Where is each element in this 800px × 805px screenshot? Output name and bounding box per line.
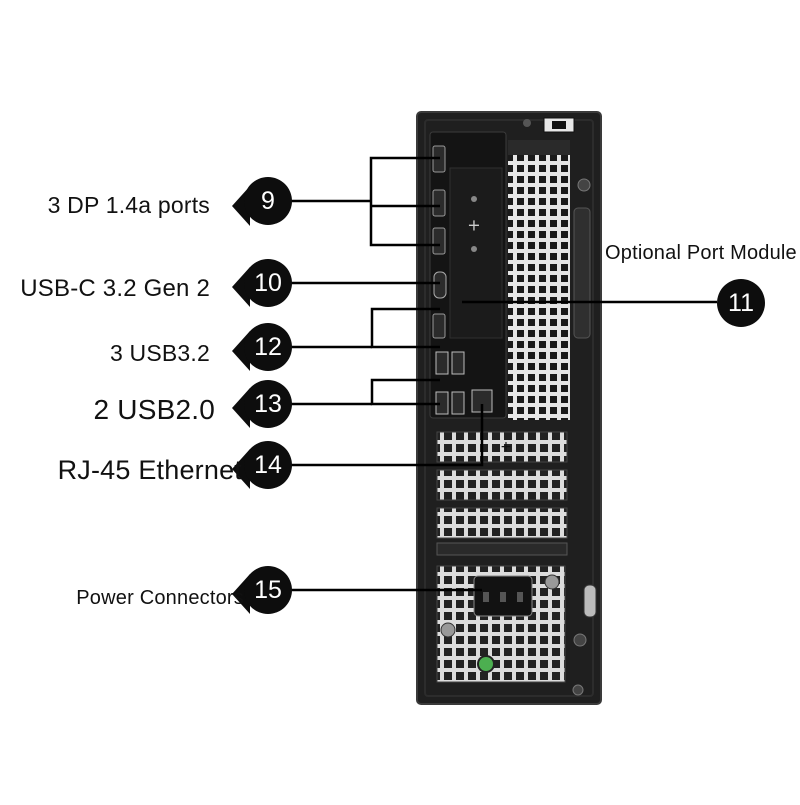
optional-module-handle (573, 207, 591, 339)
displayport-icon (432, 227, 446, 255)
power-supply (436, 565, 566, 683)
badge-number-11: 11 (728, 289, 754, 317)
label-optional-port-module: Optional Port Module (605, 242, 797, 264)
screw-icon (440, 622, 456, 638)
badge-11: 11 (717, 279, 765, 327)
label-rj45-ethernet: RJ-45 Ethernet (57, 455, 242, 485)
badge-number-14: 14 (254, 451, 282, 479)
power-led (477, 655, 495, 673)
label-usb20: 2 USB2.0 (93, 394, 215, 425)
expansion-slot (436, 507, 568, 539)
svg-text:+: + (500, 439, 512, 455)
badge-number-9: 9 (261, 187, 275, 215)
label-power-connectors: Power Connectors (76, 587, 244, 609)
pc-chassis: + + (416, 111, 602, 705)
badge-number-15: 15 (254, 576, 282, 604)
callout-badges: 9 10 11 12 13 14 15 (232, 177, 765, 614)
screw-icon (572, 684, 584, 696)
leader-line-14 (291, 404, 484, 467)
usb-c-icon (433, 271, 447, 299)
usb-a-icon (451, 351, 465, 375)
side-latch (583, 584, 597, 618)
screw-icon (573, 633, 587, 647)
badge-14: 14 (232, 441, 292, 489)
usb-a-icon (451, 391, 465, 415)
svg-text:+: + (467, 216, 480, 235)
leader-bracket-9 (369, 156, 440, 247)
screw-icon (523, 119, 531, 127)
screw-icon (471, 196, 477, 202)
usb-a-icon (435, 351, 449, 375)
label-dp-ports: 3 DP 1.4a ports (47, 192, 210, 218)
label-usb-c: USB-C 3.2 Gen 2 (20, 275, 210, 302)
badge-10: 10 (232, 259, 292, 307)
badge-number-13: 13 (254, 390, 282, 418)
badge-15: 15 (232, 566, 292, 614)
badge-9: 9 (232, 177, 292, 226)
badge-number-10: 10 (254, 269, 282, 297)
chassis-inner-edge (424, 119, 594, 697)
badge-number-12: 12 (254, 333, 282, 361)
badge-12: 12 (232, 323, 292, 371)
leader-bracket-12 (370, 307, 440, 349)
screw-icon (471, 246, 477, 252)
port-module-plate (449, 167, 503, 339)
expansion-slots: + (436, 431, 568, 539)
upper-vent-top (508, 140, 570, 155)
slot-bracket (436, 542, 568, 556)
screw-icon (544, 574, 560, 590)
expansion-slot (436, 469, 568, 501)
label-usb32: 3 USB3.2 (109, 340, 210, 366)
badge-13: 13 (232, 380, 292, 428)
displayport-icon (432, 313, 446, 339)
leader-bracket-13 (370, 378, 440, 406)
expansion-slot (436, 431, 568, 463)
usb-a-ports (435, 351, 465, 415)
leader-lines (291, 156, 717, 592)
displayport-ports (432, 145, 446, 255)
screw-icon (577, 178, 591, 192)
displayport-icon (432, 189, 446, 217)
upper-vent-grille (508, 155, 570, 420)
